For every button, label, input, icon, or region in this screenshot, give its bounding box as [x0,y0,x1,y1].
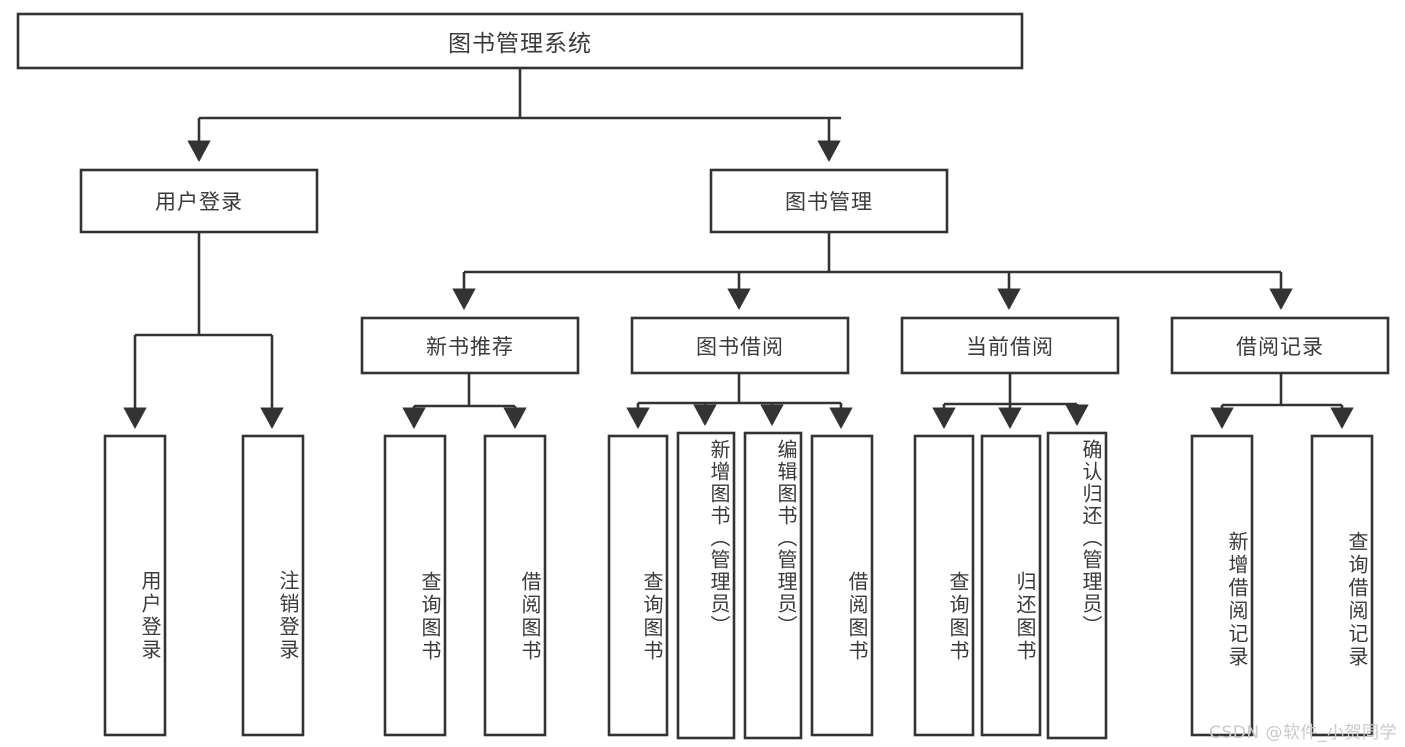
connector-lines [123,68,1354,429]
box-leaf-query-book-1[interactable] [383,434,447,737]
box-leaf-user-login[interactable] [103,434,167,737]
watermark: CSDN @软件_小贺同学 [1209,723,1397,743]
box-user-login[interactable] [79,168,319,234]
box-leaf-logout-login[interactable] [241,434,305,737]
node-boxes [16,12,1390,740]
box-leaf-query-record[interactable] [1310,434,1374,737]
box-root[interactable] [16,12,1024,70]
box-leaf-edit-book[interactable] [743,431,803,740]
box-leaf-borrow-book-1[interactable] [483,434,547,737]
box-book-borrow[interactable] [630,316,850,375]
box-leaf-borrow-book-2[interactable] [810,434,874,737]
box-leaf-return-book[interactable] [980,434,1042,737]
box-current-borrow[interactable] [900,316,1120,375]
box-leaf-add-book[interactable] [676,431,736,740]
box-leaf-confirm-return[interactable] [1046,431,1108,740]
box-leaf-query-book-2[interactable] [607,434,669,737]
box-book-manage[interactable] [709,168,949,234]
box-new-book-recommend[interactable] [360,316,580,375]
box-leaf-query-book-3[interactable] [913,434,975,737]
box-borrow-record[interactable] [1170,316,1390,375]
box-leaf-add-record[interactable] [1190,434,1254,737]
